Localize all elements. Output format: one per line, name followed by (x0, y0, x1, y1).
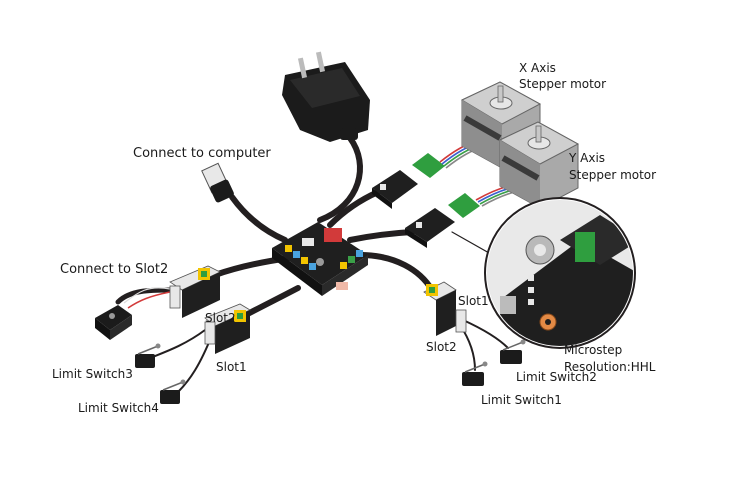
label-connect-computer: Connect to computer (133, 146, 271, 161)
label-limit-switch2: Limit Switch2 (516, 370, 597, 384)
y-stepper-motor-icon (498, 121, 580, 209)
label-x-axis-line2: Stepper motor (519, 77, 606, 91)
label-y-axis-line2: Stepper motor (569, 168, 656, 182)
label-limit-switch3: Limit Switch3 (52, 367, 133, 381)
servo-red-wire (127, 291, 171, 309)
switch3-white-wire (151, 327, 207, 353)
servo-white-wire (123, 287, 171, 304)
limit-switch4-icon (160, 379, 186, 404)
label-limit-switch1: Limit Switch1 (481, 393, 562, 407)
label-microstep-line2: Resolution:HHL (564, 360, 656, 374)
servo-icon (95, 305, 132, 340)
limit-switch3-icon (135, 343, 161, 368)
x-driver-module-icon (372, 153, 445, 209)
label-left-slot1: Slot1 (216, 360, 247, 374)
power-cable (317, 135, 363, 223)
left-limit-module-top-icon (169, 265, 221, 318)
left-limit-module-bottom-icon (204, 303, 251, 354)
switch2-wire (462, 319, 509, 349)
label-y-axis-line1: Y Axis (568, 151, 605, 165)
usb-plug-icon (201, 162, 234, 203)
limit-switch2-icon (500, 339, 526, 364)
y-driver-module-icon (405, 193, 480, 248)
y-driver-cable (347, 229, 415, 243)
label-x-axis-line1: X Axis (519, 61, 556, 75)
label-right-slot1: Slot1 (458, 294, 489, 308)
magnifier-icon (484, 197, 636, 349)
right-limit-module-icon (423, 281, 467, 336)
label-connect-slot2: Connect to Slot2 (60, 262, 168, 277)
usb-cable (229, 194, 288, 243)
power-adapter-icon (282, 51, 370, 142)
servo-cable-left (115, 287, 173, 305)
limit-switch1-icon (462, 361, 488, 386)
label-left-slot2: Slot2 (205, 311, 236, 325)
main-board-icon (272, 222, 368, 296)
label-limit-switch4: Limit Switch4 (78, 401, 159, 415)
label-microstep-line1: Microstep (564, 343, 622, 357)
label-right-slot2: Slot2 (426, 340, 457, 354)
right-module-cable (357, 252, 435, 293)
